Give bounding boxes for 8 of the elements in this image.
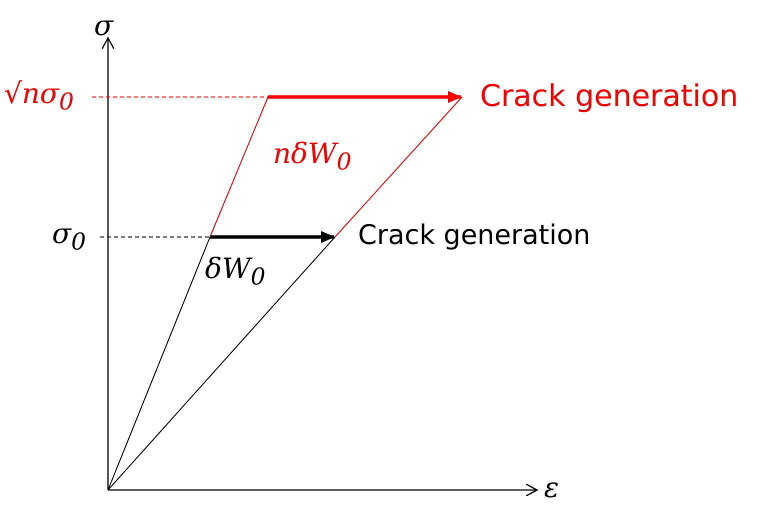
annotation-text: Crack generation [358,222,590,249]
axis-value: √nσ$_{0}$ [4,80,74,114]
annotation-text: Crack generation [480,82,738,112]
axis-value: σ$_{0}$ [52,220,86,254]
area-label: nδW$_{0}$ [273,140,352,174]
axis-label: σ [94,12,114,40]
axis-label: ε [544,474,560,502]
area-label: δW$_{0}$ [205,255,266,289]
